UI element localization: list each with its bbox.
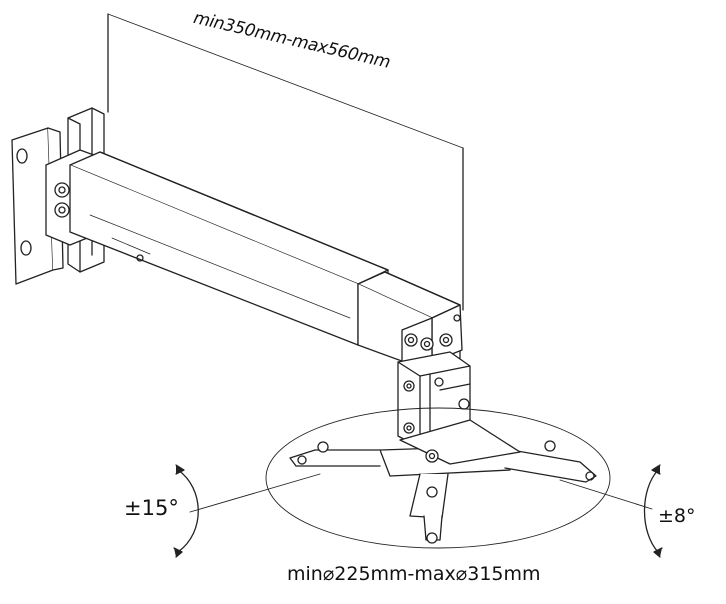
spider-plate (266, 408, 610, 548)
tilt-right-label: ±8° (658, 505, 696, 527)
tilt-right-dimension (560, 465, 662, 557)
plate-diameter-label: min⌀225mm-max⌀315mm (287, 563, 541, 585)
tilt-left-dimension (174, 465, 320, 557)
outer-arm (70, 152, 388, 345)
tilt-head (398, 352, 473, 448)
arm-length-dimension (108, 14, 463, 310)
tilt-left-label: ±15° (124, 496, 179, 520)
